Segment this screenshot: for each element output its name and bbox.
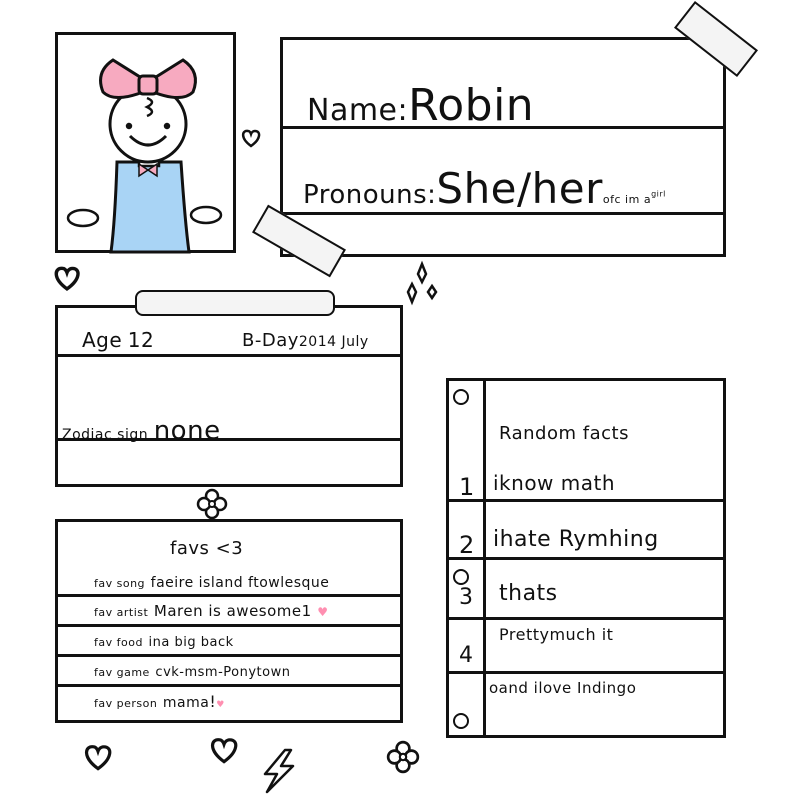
- avatar-frame: [55, 32, 236, 254]
- info-card: Age 12 B-Day2014 July Zodiac sign none: [55, 305, 403, 487]
- favs-title: favs <3: [170, 538, 244, 559]
- flower-icon: [386, 740, 420, 774]
- fact-number: 2: [459, 531, 475, 559]
- zodiac-value: none: [153, 416, 221, 446]
- list-item: fav person mama!♥: [94, 692, 225, 711]
- fav-label: fav person: [94, 697, 158, 710]
- heart-doodle-icon: [84, 745, 112, 771]
- heart-icon: ♥: [216, 700, 225, 710]
- pronouns-note: ofc im a: [602, 193, 652, 206]
- list-item: fav food ina big back: [94, 631, 234, 650]
- binder-ring: [453, 569, 469, 585]
- flower-icon: [196, 488, 228, 520]
- binder-ring: [453, 713, 469, 729]
- list-item: fav artist Maren is awesome1 ♥: [94, 601, 329, 620]
- name-label: Name:: [307, 93, 409, 128]
- fact-number: 1: [459, 473, 475, 501]
- fav-label: fav song: [94, 577, 146, 590]
- fav-value: ina big back: [148, 635, 234, 650]
- name-value: Robin: [408, 80, 535, 131]
- heart-doodle-icon: [210, 738, 238, 764]
- list-item: fav game cvk-msm-Ponytown: [94, 661, 290, 680]
- fact-text: ihate Rymhing: [493, 527, 659, 552]
- fav-label: fav game: [94, 666, 150, 679]
- fav-value: mama: [162, 695, 210, 711]
- fav-value: Maren is awesome1: [153, 602, 312, 620]
- fav-label: fav food: [94, 636, 143, 649]
- facts-card: Random facts 1 iknow math 2 ihate Rymhin…: [446, 378, 726, 738]
- name-row: Name:Robin: [307, 80, 534, 131]
- fact-text: iknow math: [493, 471, 616, 495]
- pronouns-note-small: girl: [651, 189, 666, 199]
- name-card: Name:Robin Pronouns:She/herofc im agirl: [280, 37, 726, 257]
- avatar-drawing: [66, 58, 223, 254]
- fav-value: cvk-msm-Ponytown: [155, 665, 291, 680]
- age-row: Age 12: [82, 328, 154, 352]
- sparkle-icon: [406, 260, 438, 306]
- list-item: fav song faeire island ftowlesque: [94, 572, 329, 591]
- age-label: Age: [82, 328, 123, 352]
- facts-title: Random facts: [499, 423, 629, 444]
- pronouns-row: Pronouns:She/herofc im agirl: [303, 164, 666, 213]
- heart-icon: ♥: [317, 605, 329, 619]
- age-value: 12: [127, 328, 155, 352]
- pronouns-label: Pronouns:: [303, 180, 437, 210]
- heart-doodle-icon: [54, 266, 80, 292]
- fav-label: fav artist: [94, 606, 149, 619]
- fact-text: thats: [499, 581, 558, 606]
- bday-row: B-Day2014 July: [242, 330, 369, 351]
- zodiac-row: Zodiac sign none: [62, 416, 221, 446]
- fact-text: Prettymuch it: [499, 625, 614, 644]
- zodiac-label: Zodiac sign: [62, 427, 149, 443]
- fav-value: faeire island ftowlesque: [150, 575, 330, 591]
- pronouns-value: She/her: [436, 164, 603, 213]
- lightning-icon: [263, 748, 295, 794]
- bday-label: B-Day: [242, 330, 299, 351]
- fact-number: 3: [459, 585, 474, 610]
- heart-doodle-icon: [241, 129, 261, 148]
- tape-info-card: [135, 290, 335, 316]
- fact-text: oand ilove Indingo: [489, 679, 637, 697]
- bday-value: 2014 July: [298, 334, 369, 350]
- exclamation-mark: !: [209, 692, 217, 711]
- binder-ring: [453, 389, 469, 405]
- favs-card: favs <3 fav song faeire island ftowlesqu…: [55, 519, 403, 723]
- fact-number: 4: [459, 643, 474, 668]
